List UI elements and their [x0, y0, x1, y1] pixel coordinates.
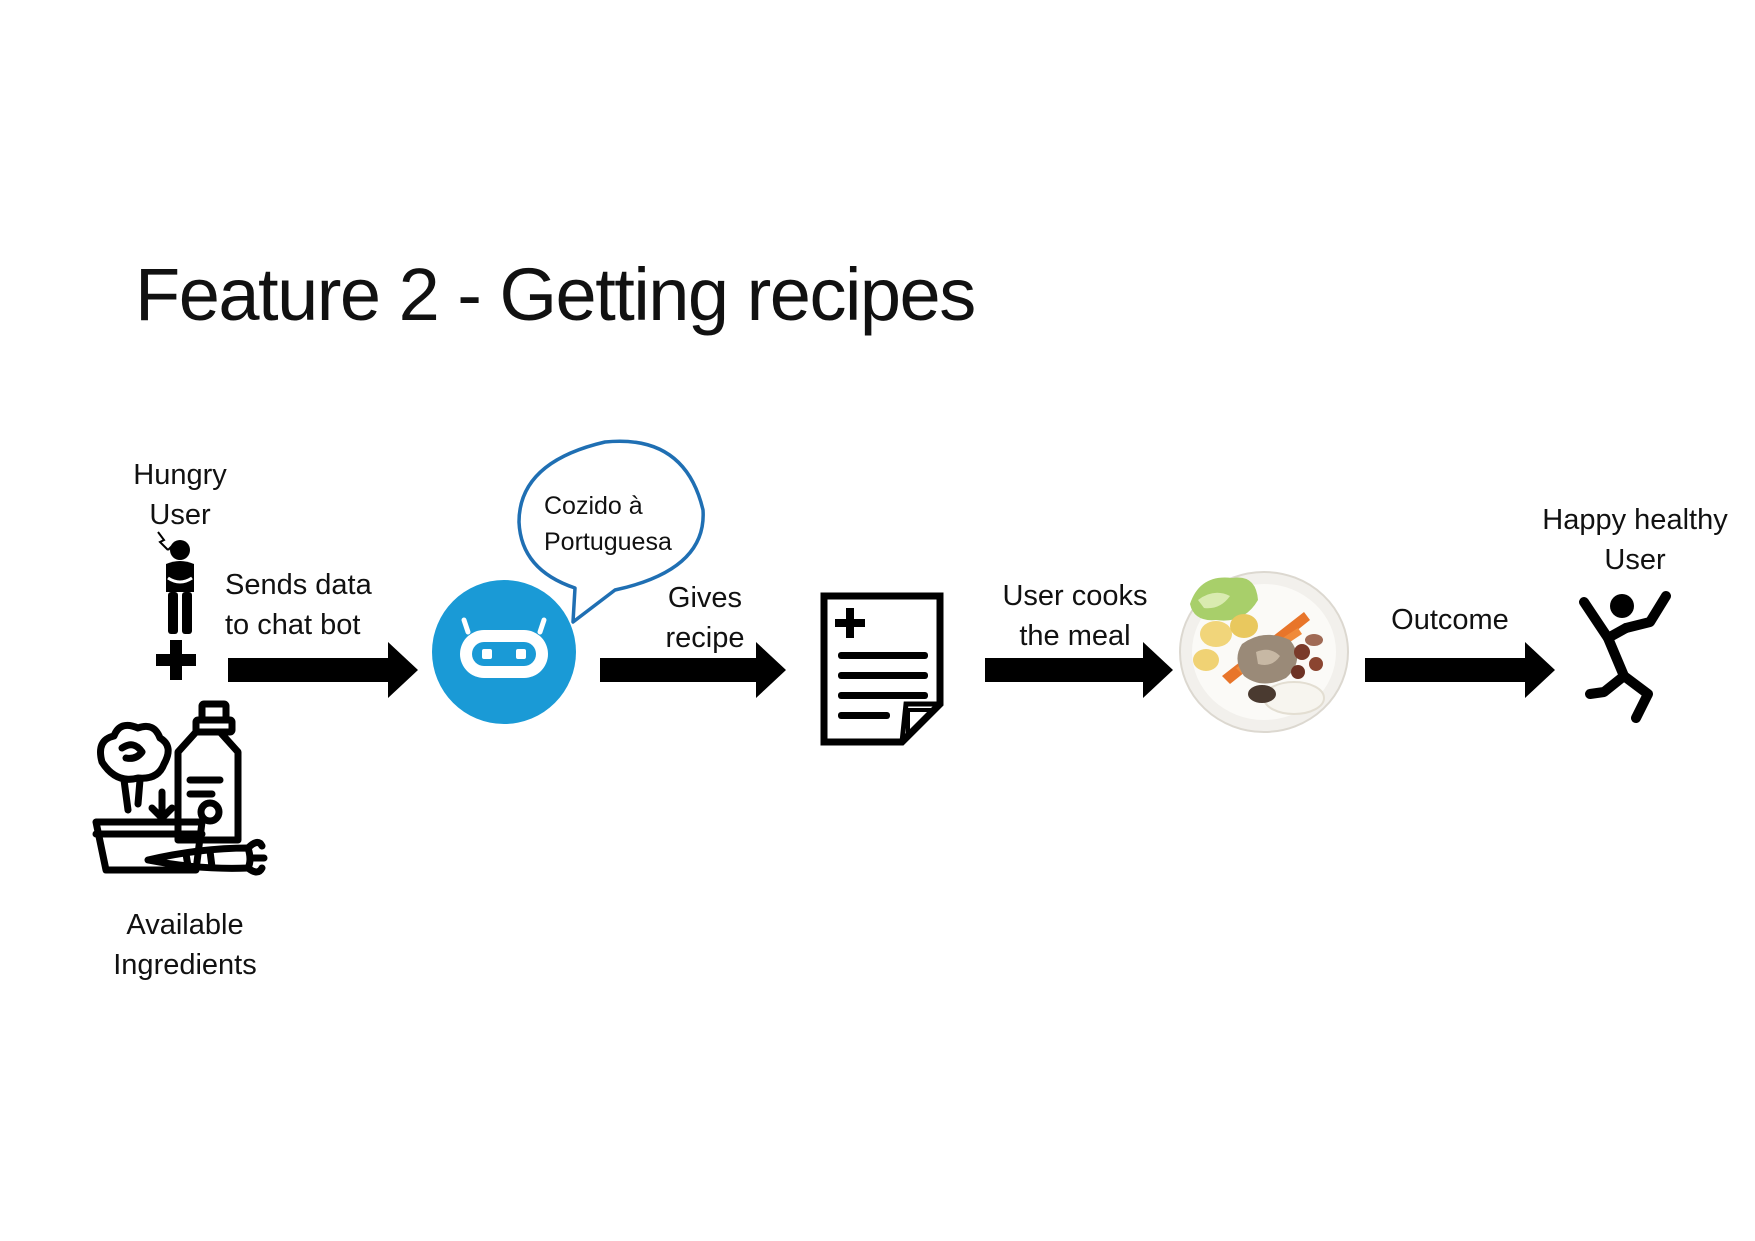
grocery-basket-icon — [92, 700, 268, 876]
happy-user-label-line1: Happy healthy — [1542, 504, 1728, 536]
hungry-user-label: Hungry User — [110, 455, 250, 535]
page-title: Feature 2 - Getting recipes — [135, 253, 976, 336]
jumping-person-icon — [1579, 591, 1671, 723]
user-cooks-label-line2: the meal — [1019, 620, 1131, 652]
hungry-user-label-line1: Hungry — [133, 459, 227, 491]
arrow-send — [228, 642, 418, 698]
gives-recipe-label: Gives recipe — [640, 578, 770, 658]
ingredients-label-line2: Ingredients — [113, 949, 257, 981]
send-data-label: Sends data to chat bot — [225, 565, 395, 645]
gives-recipe-label-line1: Gives — [667, 582, 743, 614]
user-cooks-label: User cooks the meal — [995, 576, 1155, 656]
happy-user-label: Happy healthy User — [1525, 500, 1745, 580]
recipe-document-icon — [820, 592, 944, 746]
arrow-outcome — [1365, 642, 1555, 698]
speech-bubble-line1: Cozido à — [544, 492, 643, 520]
speech-bubble-line2: Portuguesa — [544, 528, 672, 556]
arrow-gives — [600, 642, 786, 698]
send-data-label-line2: to chat bot — [225, 609, 361, 641]
plus-icon — [156, 640, 196, 680]
ingredients-label: Available Ingredients — [95, 905, 275, 985]
user-cooks-label-line1: User cooks — [1002, 580, 1148, 612]
outcome-label-line1: Outcome — [1391, 604, 1509, 636]
happy-user-label-line2: User — [1604, 544, 1666, 576]
outcome-label: Outcome — [1370, 600, 1530, 640]
hungry-person-icon — [157, 531, 194, 634]
send-data-label-line1: Sends data — [225, 569, 372, 601]
meal-plate-image — [1179, 571, 1349, 733]
hungry-user-label-line2: User — [149, 499, 211, 531]
chat-bot-icon — [432, 580, 576, 724]
ingredients-label-line1: Available — [126, 909, 244, 941]
gives-recipe-label-line2: recipe — [665, 622, 745, 654]
speech-bubble-text: Cozido à Portuguesa — [544, 488, 672, 560]
arrow-cooks — [985, 642, 1173, 698]
speech-bubble — [517, 439, 705, 624]
